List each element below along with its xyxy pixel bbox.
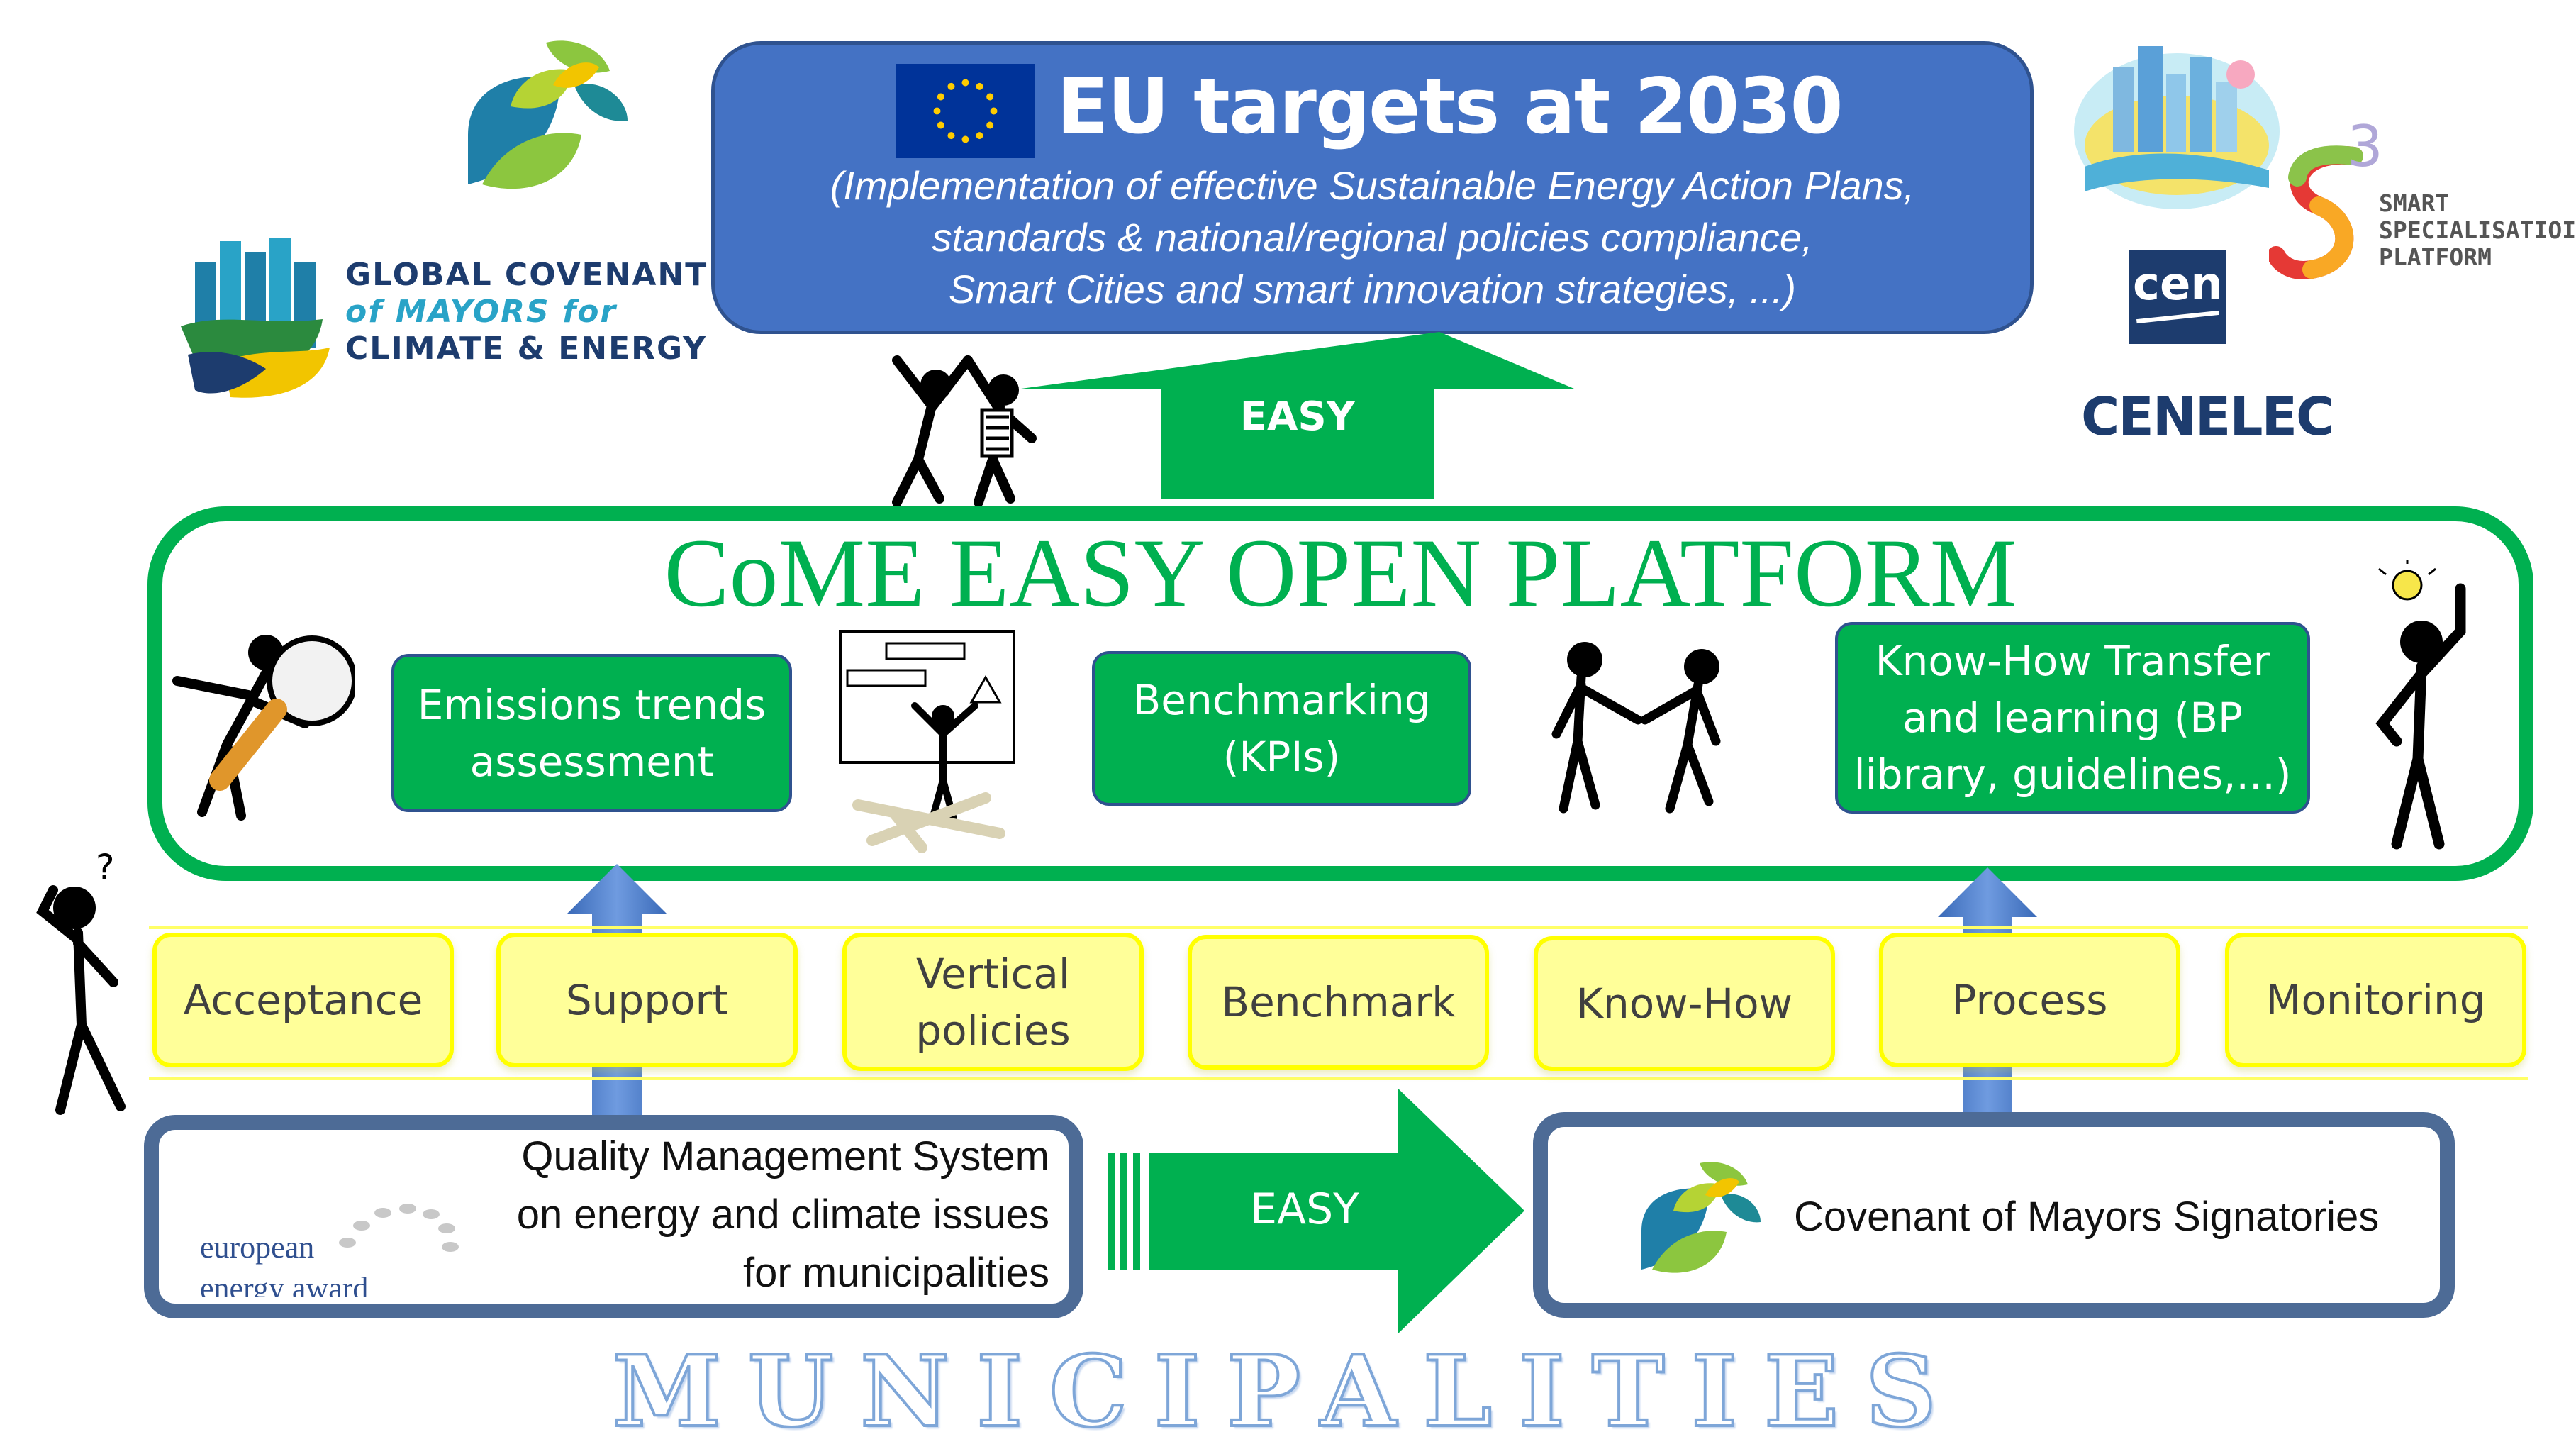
eu-star xyxy=(961,135,969,143)
global-covenant-line1: GLOBAL COVENANT xyxy=(345,257,708,293)
pillar-monitoring-label: Monitoring xyxy=(2265,976,2486,1024)
pillar-vertical-policies: Vertical policies xyxy=(842,933,1144,1071)
s3-platform-text: SMART SPECIALISATIOI PLATFORM xyxy=(2379,190,2576,271)
pillar-acceptance-label: Acceptance xyxy=(183,976,423,1024)
eu-star xyxy=(976,132,983,140)
platform-title: CoME EASY OPEN PLATFORM xyxy=(664,518,2017,627)
pillar-vertical-line1: Vertical xyxy=(915,949,1071,998)
com-signatories-label: Covenant of Mayors Signatories xyxy=(1794,1194,2380,1240)
pillar-support: Support xyxy=(496,933,798,1067)
qms-box xyxy=(144,1115,1083,1318)
qms-line3: for municipalities xyxy=(743,1250,1049,1296)
eu-star xyxy=(937,121,944,129)
s3-number: 3 xyxy=(2347,113,2383,179)
qms-text: Quality Management System on energy and … xyxy=(397,1128,1049,1302)
pillar-benchmark-label: Benchmark xyxy=(1221,978,1456,1026)
eu-targets-subtitle: (Implementation of effective Sustainable… xyxy=(711,160,2034,315)
eu-star xyxy=(947,132,955,140)
pillar-knowhow: Know-How xyxy=(1534,936,1835,1071)
municipalities-footer: MUNICIPALITIES xyxy=(611,1332,1963,1449)
smart-city-logo xyxy=(2074,46,2280,209)
covenant-small-logo-icon xyxy=(1641,1162,1761,1273)
emissions-trends-box: Emissions trends assessment xyxy=(391,654,792,812)
easy-right-label: EASY xyxy=(1250,1184,1359,1234)
handshake-figures-icon xyxy=(1551,642,1721,814)
knowhow-line3: library, guidelines,...) xyxy=(1853,750,2292,799)
eea-line1: european xyxy=(200,1230,315,1265)
qms-line1: Quality Management System xyxy=(521,1133,1049,1179)
eea-dots-icon xyxy=(339,1204,459,1252)
pillar-benchmark: Benchmark xyxy=(1188,935,1489,1070)
knowhow-line2: and learning (BP xyxy=(1902,694,2243,742)
eu-targets-title: EU targets at 2030 xyxy=(1056,62,1844,151)
pillar-knowhow-label: Know-How xyxy=(1576,979,1793,1028)
s3-logo-icon xyxy=(2269,145,2363,279)
pillars-band xyxy=(149,926,2528,1080)
pillar-acceptance: Acceptance xyxy=(152,933,454,1067)
easy-up-arrow xyxy=(1021,332,1574,499)
cen-logo: cen xyxy=(2129,250,2226,344)
knowhow-line1: Know-How Transfer xyxy=(1875,637,2270,685)
easy-up-label: EASY xyxy=(1239,394,1356,440)
magnifier-figure-icon xyxy=(172,635,355,821)
pillar-monitoring: Monitoring xyxy=(2225,933,2526,1067)
eu-flag-icon xyxy=(896,64,1035,158)
eu-star xyxy=(933,107,941,115)
emissions-line2: assessment xyxy=(469,737,714,786)
global-covenant-line3: CLIMATE & ENERGY xyxy=(345,331,708,367)
easy-right-arrow xyxy=(1108,1089,1524,1333)
idea-figure-icon xyxy=(2375,560,2466,850)
whiteboard-figure-icon xyxy=(839,630,1015,853)
celebrating-people-icon xyxy=(892,355,1037,507)
s3-line1: SMART xyxy=(2379,189,2450,217)
eu-star xyxy=(986,93,994,101)
benchmarking-line1: Benchmarking xyxy=(1132,676,1431,724)
eu-subtitle-line1: (Implementation of effective Sustainable… xyxy=(830,163,1915,208)
global-covenant-text: GLOBAL COVENANT of MAYORS for CLIMATE & … xyxy=(345,257,708,367)
pillar-process: Process xyxy=(1879,933,2180,1067)
benchmarking-line2: (KPIs) xyxy=(1222,733,1341,781)
knowhow-transfer-box: Know-How Transfer and learning (BP libra… xyxy=(1835,622,2310,814)
eu-star xyxy=(976,82,983,90)
eea-logo-text: european energy award xyxy=(200,1227,368,1297)
s3-line2: SPECIALISATIOI xyxy=(2379,216,2576,244)
eu-star xyxy=(947,82,955,90)
pillar-vertical-line2: policies xyxy=(915,1006,1071,1055)
eea-line2: energy award xyxy=(200,1271,369,1297)
eu-star xyxy=(937,93,944,101)
qms-line2: on energy and climate issues xyxy=(516,1192,1049,1238)
s3-line3: PLATFORM xyxy=(2379,243,2492,271)
eu-subtitle-line3: Smart Cities and smart innovation strate… xyxy=(948,267,1797,311)
eu-star xyxy=(961,79,969,87)
covenant-leaf-logo xyxy=(468,40,628,189)
cen-text: cen xyxy=(2133,258,2223,311)
eu-star xyxy=(990,107,998,115)
pillar-support-label: Support xyxy=(565,976,729,1024)
eu-star xyxy=(986,121,994,129)
eu-subtitle-line2: standards & national/regional policies c… xyxy=(932,215,1813,260)
thinking-figure-icon: ? xyxy=(36,848,126,1115)
global-covenant-line2: of MAYORS for xyxy=(345,294,618,330)
global-covenant-logo xyxy=(181,238,330,398)
emissions-line1: Emissions trends xyxy=(417,680,766,729)
benchmarking-box: Benchmarking (KPIs) xyxy=(1092,651,1471,806)
pillar-process-label: Process xyxy=(1951,976,2108,1024)
svg-text:?: ? xyxy=(96,848,115,888)
cenelec-logo: CENELEC xyxy=(2081,387,2334,448)
